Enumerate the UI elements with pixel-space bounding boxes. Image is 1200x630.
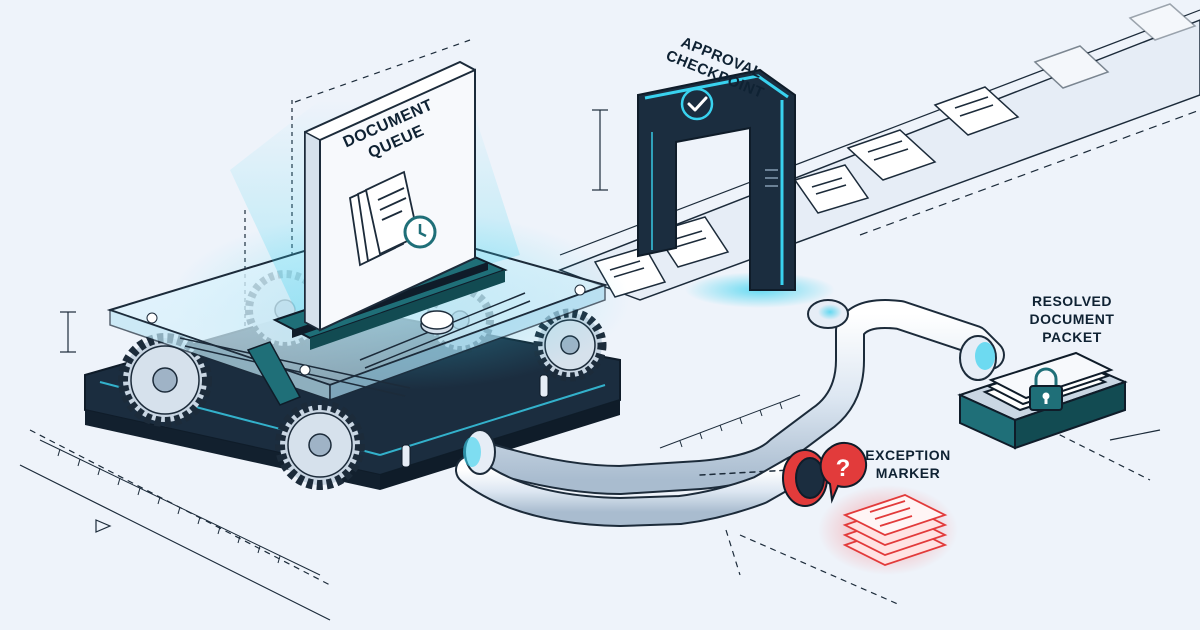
exception-documents-stack (842, 494, 948, 566)
exception-label-line2: MARKER (876, 465, 940, 481)
gear-icon-center (275, 400, 365, 490)
resolved-label-line1: RESOLVED (1032, 293, 1112, 309)
pipe-couplings (463, 299, 997, 475)
document-clock-icon (349, 170, 437, 267)
belt-document-7 (1128, 3, 1197, 41)
pipe-machine-coupling (463, 429, 496, 475)
padlock-icon (1029, 367, 1063, 411)
resolved-document-tray (957, 351, 1128, 450)
resolved-label-line2: DOCUMENT (1030, 311, 1115, 327)
exception-marker: ? (782, 441, 958, 575)
question-bubble-icon: ? (819, 441, 868, 504)
belt-document-3 (793, 164, 870, 214)
pipeline (455, 299, 1005, 527)
exception-glyph: ? (836, 455, 851, 482)
check-circle-icon (680, 87, 714, 121)
exception-pipe-valve (782, 449, 828, 507)
measurement-ruler (39, 394, 801, 576)
slider-knob (420, 310, 454, 335)
pipe-outlet-coupling (959, 335, 997, 381)
belt-document-4 (846, 129, 937, 181)
document-queue-card (272, 60, 508, 350)
resolved-label: RESOLVED DOCUMENT PACKET (1030, 293, 1115, 345)
pipe-inlet-coupling (807, 299, 849, 329)
resolved-label-line3: PACKET (1042, 329, 1102, 345)
gear-icon-left (118, 333, 212, 427)
belt-document-6 (1033, 45, 1110, 89)
approval-checkpoint-gate (637, 68, 835, 308)
exception-label: EXCEPTION MARKER (865, 447, 950, 481)
exception-label-line1: EXCEPTION (865, 447, 950, 463)
belt-document-5 (933, 86, 1020, 136)
